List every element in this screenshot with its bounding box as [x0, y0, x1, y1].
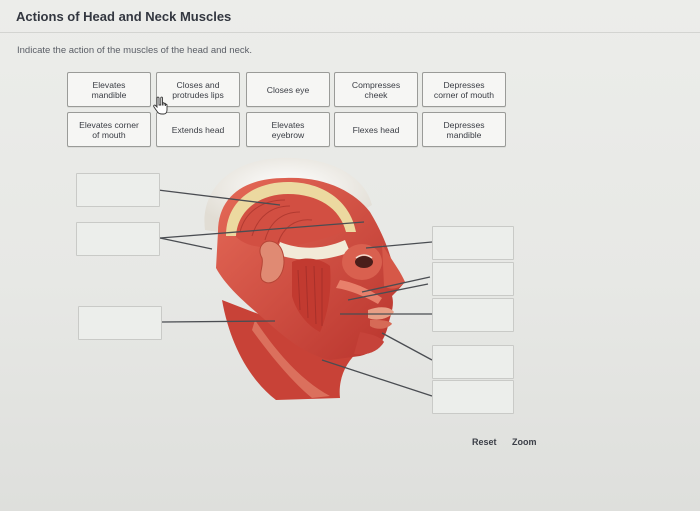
- leader-lines-left: [157, 189, 365, 323]
- drop-target-left-2[interactable]: [76, 222, 160, 256]
- chip-label: Closes eye: [266, 84, 310, 95]
- zoom-button[interactable]: Zoom: [512, 437, 537, 447]
- drop-target-right-1[interactable]: [432, 226, 514, 260]
- header-divider: [0, 32, 700, 33]
- masseter-muscle: [292, 258, 331, 332]
- galea-aponeurotica: [226, 182, 356, 236]
- eye: [355, 256, 373, 268]
- label-chip-flexes-head[interactable]: Flexes head: [334, 112, 418, 147]
- drop-target-left-1[interactable]: [76, 173, 160, 207]
- ear: [259, 240, 285, 284]
- chin-muscle: [354, 332, 384, 355]
- chip-label: Flexes head: [352, 124, 400, 135]
- leader-line: [321, 359, 433, 397]
- temporalis-fibers: [239, 199, 313, 244]
- zygomaticus-muscle: [336, 280, 382, 304]
- label-chip-compresses-cheek[interactable]: Compresses cheek: [334, 72, 418, 107]
- label-chip-closes-protrudes-lips[interactable]: Closes and protrudes lips: [156, 72, 240, 107]
- lower-lip: [370, 320, 392, 329]
- chip-label: Depresses corner of mouth: [433, 79, 495, 100]
- leader-line: [347, 283, 429, 301]
- label-chip-extends-head[interactable]: Extends head: [156, 112, 240, 147]
- zygomatic-arch: [276, 240, 350, 260]
- chip-label: Elevates corner of mouth: [79, 119, 139, 140]
- eyelid: [355, 254, 373, 259]
- leader-lines-right: [321, 241, 433, 397]
- label-chip-closes-eye[interactable]: Closes eye: [246, 72, 330, 107]
- drop-target-left-3[interactable]: [78, 306, 162, 340]
- leader-line: [161, 320, 276, 323]
- nose: [382, 244, 405, 289]
- label-chip-elevates-corner-mouth[interactable]: Elevates corner of mouth: [67, 112, 151, 147]
- instructions-text: Indicate the action of the muscles of th…: [17, 45, 253, 56]
- leader-line: [381, 332, 433, 361]
- drop-target-right-2[interactable]: [432, 262, 514, 296]
- temporalis-muscle: [232, 190, 345, 248]
- leader-line: [361, 276, 431, 293]
- chip-label: Extends head: [171, 124, 225, 135]
- leader-line: [159, 237, 213, 250]
- leader-line: [157, 189, 281, 206]
- label-chip-depresses-mandible[interactable]: Depresses mandible: [422, 112, 506, 147]
- label-chip-elevates-mandible[interactable]: Elevates mandible: [67, 72, 151, 107]
- sternocleidomastoid-highlight: [252, 320, 330, 398]
- chip-label: Elevates mandible: [91, 79, 127, 100]
- chip-label: Closes and protrudes lips: [172, 79, 224, 100]
- label-chip-depresses-corner-mouth[interactable]: Depresses corner of mouth: [422, 72, 506, 107]
- masseter-fibers: [297, 265, 323, 326]
- chip-label: Depresses mandible: [443, 119, 485, 140]
- drop-target-right-5[interactable]: [432, 380, 514, 414]
- leader-line: [365, 241, 433, 249]
- drop-target-right-4[interactable]: [432, 345, 514, 379]
- drop-target-right-3[interactable]: [432, 298, 514, 332]
- leader-line: [159, 221, 365, 239]
- skull-cap: [204, 157, 372, 232]
- chip-label: Elevates eyebrow: [271, 119, 305, 140]
- hand-cursor-icon: [153, 96, 168, 115]
- reset-button[interactable]: Reset: [472, 437, 497, 447]
- label-chip-elevates-eyebrow[interactable]: Elevates eyebrow: [246, 112, 330, 147]
- chip-label: Compresses cheek: [351, 79, 401, 100]
- page-title: Actions of Head and Neck Muscles: [16, 9, 232, 24]
